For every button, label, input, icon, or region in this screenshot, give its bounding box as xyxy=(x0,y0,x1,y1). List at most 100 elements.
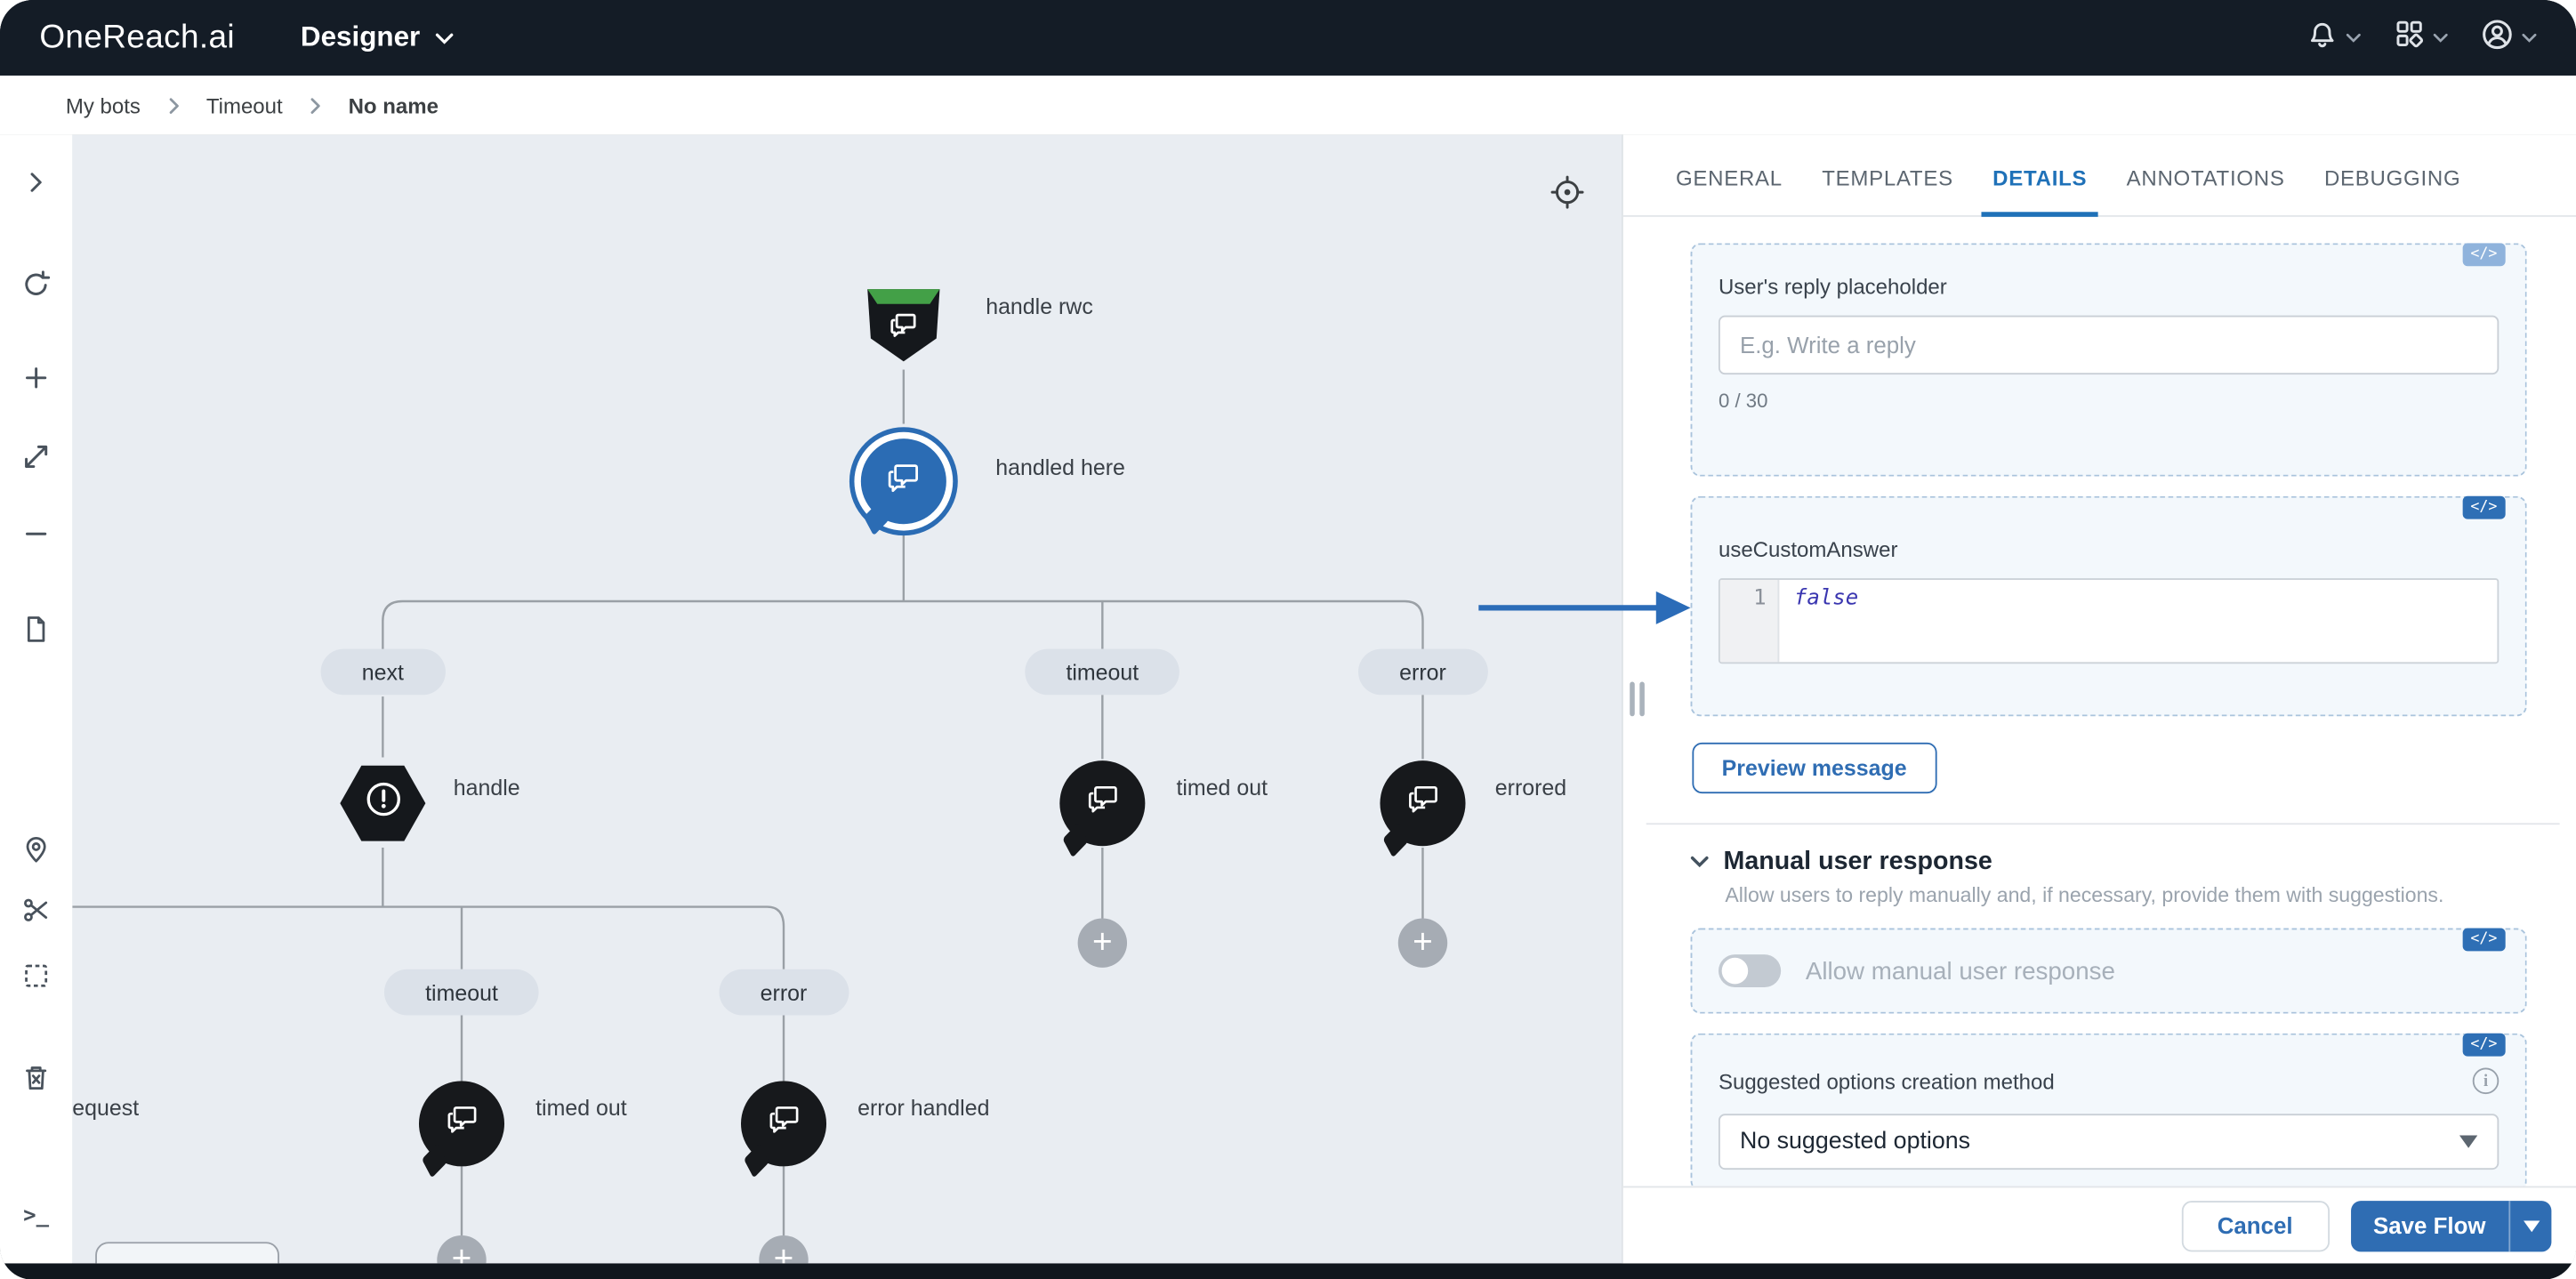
code-toggle-icon[interactable]: </> xyxy=(2462,496,2506,519)
code-toggle-icon[interactable]: </> xyxy=(2462,929,2506,952)
notifications-menu[interactable] xyxy=(2306,18,2361,57)
breadcrumb-timeout[interactable]: Timeout xyxy=(206,93,283,117)
refresh-icon[interactable] xyxy=(13,261,60,308)
apps-grid-icon xyxy=(2394,18,2425,57)
toggle-knob xyxy=(1722,958,1749,985)
chevron-down-icon xyxy=(2347,23,2362,52)
branch-pill-error[interactable]: error xyxy=(1358,649,1487,696)
chat-bubble-icon xyxy=(1083,780,1121,826)
cancel-button[interactable]: Cancel xyxy=(2181,1200,2329,1251)
branch-pill-error-2[interactable]: error xyxy=(720,969,849,1016)
code-value: false xyxy=(1779,580,1858,662)
fit-screen-icon[interactable] xyxy=(13,434,60,480)
details-panel: GENERAL TEMPLATES DETAILS ANNOTATIONS DE… xyxy=(1622,134,2576,1263)
preview-message-button[interactable]: Preview message xyxy=(1692,743,1936,793)
panel-resize-handle[interactable] xyxy=(1630,682,1645,717)
line-number: 1 xyxy=(1720,580,1779,662)
left-toolbar: >_ xyxy=(0,134,72,1263)
branch-pill-timeout-2[interactable]: timeout xyxy=(384,969,539,1016)
add-step-button[interactable]: + xyxy=(1398,918,1447,967)
manual-response-header: Manual user response xyxy=(1691,848,2527,877)
save-flow-label: Save Flow xyxy=(2350,1212,2508,1239)
bell-icon xyxy=(2306,18,2338,57)
custom-answer-section: </> useCustomAnswer 1 false xyxy=(1691,496,2527,716)
tab-general[interactable]: GENERAL xyxy=(1656,166,1802,215)
top-bar: OneReach.ai Designer xyxy=(0,0,2576,76)
node-label: error handled xyxy=(857,1096,989,1121)
chevron-down-icon xyxy=(435,21,453,54)
expand-panel-icon[interactable] xyxy=(13,159,60,205)
manual-toggle-label: Allow manual user response xyxy=(1806,957,2115,985)
zoom-out-icon[interactable] xyxy=(13,511,60,557)
suggested-options-section: </> Suggested options creation method i … xyxy=(1691,1034,2527,1186)
code-toggle-icon[interactable]: </> xyxy=(2462,243,2506,266)
chevron-down-icon xyxy=(2459,1135,2477,1148)
suggested-options-label: Suggested options creation method xyxy=(1719,1068,2055,1093)
reply-placeholder-section: </> User's reply placeholder 0 / 30 xyxy=(1691,243,2527,476)
message-node-error-handled[interactable] xyxy=(741,1081,826,1166)
message-node-timed-out-2[interactable] xyxy=(419,1081,504,1166)
custom-answer-label: useCustomAnswer xyxy=(1719,537,2499,562)
chat-bubble-icon xyxy=(1404,780,1441,826)
flow-canvas[interactable]: handle rwc handled here next timeout err… xyxy=(72,134,1622,1263)
marquee-select-icon[interactable] xyxy=(13,953,60,999)
tab-annotations[interactable]: ANNOTATIONS xyxy=(2106,166,2304,215)
branch-pill-timeout[interactable]: timeout xyxy=(1025,649,1179,696)
manual-response-title: Manual user response xyxy=(1724,848,1992,877)
chevron-right-icon xyxy=(309,96,322,114)
info-icon[interactable]: i xyxy=(2473,1068,2500,1095)
node-label: handled here xyxy=(995,455,1125,480)
document-icon[interactable] xyxy=(13,607,60,653)
node-label: handle rwc xyxy=(986,294,1093,319)
top-right-icons xyxy=(2306,17,2537,58)
trigger-node-handle-rwc[interactable] xyxy=(856,273,951,372)
tab-details[interactable]: DETAILS xyxy=(1973,166,2106,215)
chat-bubble-icon xyxy=(765,1100,802,1146)
map-pin-icon[interactable] xyxy=(13,826,60,873)
breadcrumb-current: No name xyxy=(349,93,439,117)
message-node-timed-out[interactable] xyxy=(1059,760,1145,846)
reply-placeholder-label: User's reply placeholder xyxy=(1719,274,2499,299)
message-node-errored[interactable] xyxy=(1380,760,1465,846)
suggested-options-value: No suggested options xyxy=(1740,1129,1970,1155)
chat-bubble-icon xyxy=(443,1100,480,1146)
panel-content: </> User's reply placeholder 0 / 30 </> … xyxy=(1623,217,2576,1186)
action-node-handle[interactable] xyxy=(335,756,431,851)
tab-templates[interactable]: TEMPLATES xyxy=(1802,166,1973,215)
exclamation-icon xyxy=(360,777,405,830)
trash-icon[interactable] xyxy=(13,1055,60,1101)
code-toggle-icon[interactable]: </> xyxy=(2462,1034,2506,1057)
save-flow-button[interactable]: Save Flow xyxy=(2350,1200,2551,1251)
breadcrumb-my-bots[interactable]: My bots xyxy=(66,93,141,117)
branch-pill-next[interactable]: next xyxy=(321,649,446,696)
divider xyxy=(1646,823,2560,825)
add-step-button[interactable]: + xyxy=(1078,918,1127,967)
selected-message-node[interactable] xyxy=(861,438,946,524)
account-menu[interactable] xyxy=(2481,17,2537,58)
apps-menu[interactable] xyxy=(2394,18,2448,57)
designer-menu[interactable]: Designer xyxy=(301,21,453,54)
partial-node-card[interactable] xyxy=(95,1242,279,1263)
main-area: >_ xyxy=(0,134,2576,1263)
chevron-right-icon xyxy=(166,96,180,114)
chevron-down-icon xyxy=(2522,23,2537,52)
brand-logo: OneReach.ai xyxy=(39,19,235,56)
chat-bubble-icon xyxy=(884,457,923,505)
save-flow-dropdown[interactable] xyxy=(2508,1200,2551,1251)
scissors-icon[interactable] xyxy=(13,887,60,933)
reply-placeholder-input[interactable] xyxy=(1719,316,2499,374)
char-counter: 0 / 30 xyxy=(1719,390,2499,413)
tab-debugging[interactable]: DEBUGGING xyxy=(2305,166,2481,215)
suggested-options-select[interactable]: No suggested options xyxy=(1719,1114,2499,1170)
center-view-icon[interactable] xyxy=(1550,174,1586,219)
manual-response-subtitle: Allow users to reply manually and, if ne… xyxy=(1725,884,2526,907)
breadcrumb: My bots Timeout No name xyxy=(0,76,2576,134)
chat-bubble-icon xyxy=(887,308,920,349)
manual-response-toggle[interactable] xyxy=(1719,954,1781,987)
collapse-chevron-icon[interactable] xyxy=(1691,856,1709,869)
zoom-in-icon[interactable] xyxy=(13,355,60,401)
flow-connectors xyxy=(72,134,1622,1263)
terminal-icon[interactable]: >_ xyxy=(13,1193,60,1239)
code-editor[interactable]: 1 false xyxy=(1719,578,2499,664)
